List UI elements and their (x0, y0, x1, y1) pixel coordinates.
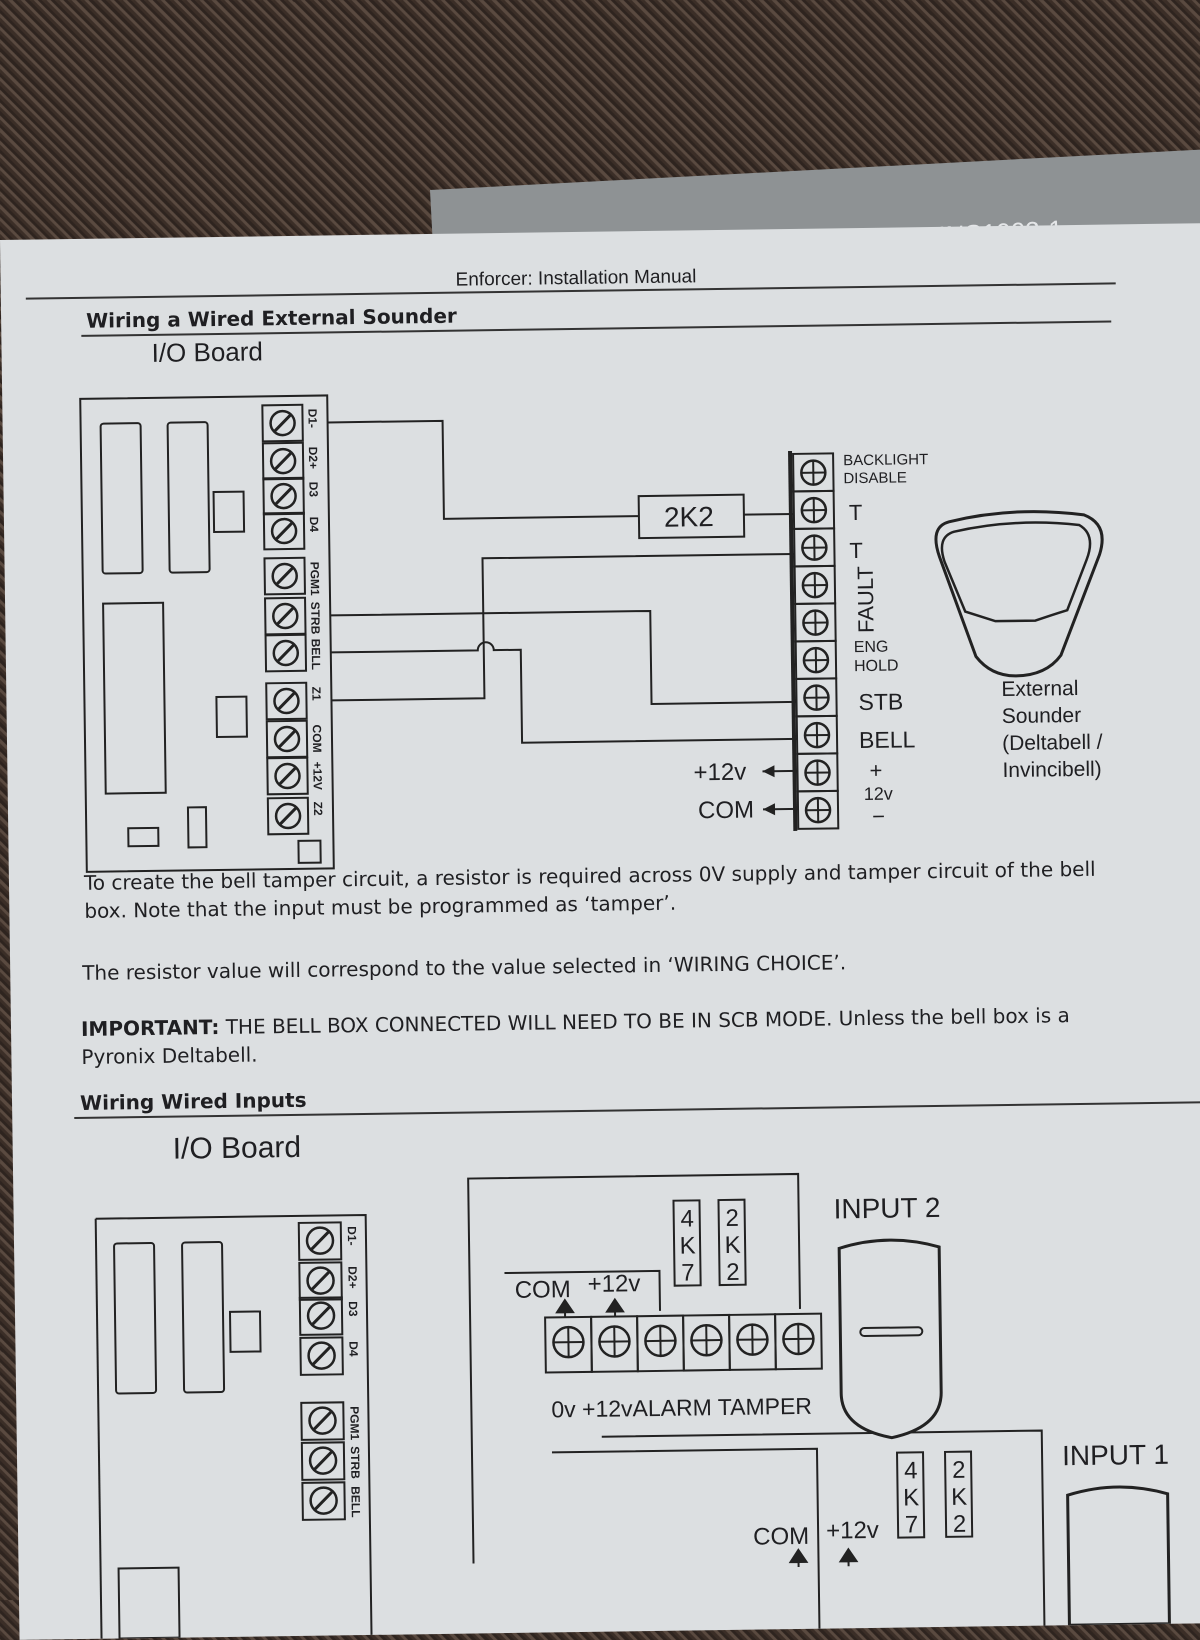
io-board-label: I/O Board (151, 336, 263, 369)
supply-com-label: COM (698, 797, 754, 825)
sounder-terminal-label: ENG (854, 639, 889, 656)
sounder-terminal-label: DISABLE (843, 469, 907, 487)
wires (328, 416, 797, 745)
page-header: Enforcer: Installation Manual (455, 266, 696, 291)
manual-page: Enforcer: Installation Manual Wiring a W… (0, 223, 1200, 1640)
arrow-up-icon (790, 1550, 806, 1567)
sounder-terminal-label: T (849, 538, 863, 563)
resistor-label: 2K2 (664, 501, 714, 533)
resistor-4k7-label: 4K7 (897, 1457, 924, 1538)
board-terminal-label: Z2 (311, 802, 325, 817)
svg-text:(Deltabell /: (Deltabell / (1002, 731, 1103, 755)
board-terminal-label: PGM1 (308, 562, 322, 597)
resistor-2k2-label: 2K2 (945, 1457, 972, 1538)
board-terminal-label: Z1 (309, 687, 323, 702)
sounder-terminal-label: T (849, 500, 863, 525)
sounder-terminal-label: + (869, 758, 882, 783)
arrow-up-icon (607, 1299, 623, 1316)
arrow-up-icon (840, 1549, 856, 1566)
sounder-terminal-label: STB (858, 688, 903, 715)
supply-12v-label: +12v (693, 759, 746, 787)
paragraph-important: IMPORTANT: THE BELL BOX CONNECTED WILL N… (81, 1000, 1142, 1071)
terminal-labels: 0v +12vALARM TAMPER (551, 1393, 812, 1423)
sounder-caption: External Sounder (Deltabell / Invincibel… (1001, 677, 1103, 782)
sounder-terminal-label: − (872, 804, 885, 829)
input-1-label: INPUT 1 (1062, 1439, 1169, 1471)
sounder-terminal-label: HOLD (854, 657, 899, 675)
pir-sensor-icon (839, 1239, 942, 1438)
com-label: COM (515, 1276, 571, 1304)
board-terminal-label: BELL (348, 1486, 362, 1518)
board-terminal-label: D1- (305, 409, 319, 429)
12v-label: +12v (826, 1517, 879, 1545)
sounder-terminal-label: FAULT (853, 566, 879, 633)
board-terminal-label: +12V (310, 762, 324, 791)
resistor-2k2-label: 2K2 (719, 1205, 746, 1286)
board-terminal-label: COM (310, 725, 324, 753)
board-terminal-label: D4 (307, 517, 321, 533)
input-2-label: INPUT 2 (833, 1192, 940, 1224)
com-label: COM (753, 1523, 809, 1551)
board-terminal-label: D2+ (306, 447, 320, 470)
board-terminal-label: D3 (346, 1301, 360, 1317)
resistor-4k7-label: 4K7 (674, 1205, 701, 1286)
sounder-terminal-label: BELL (859, 726, 916, 753)
section-title-sounder: Wiring a Wired External Sounder (86, 304, 457, 333)
pir-sensor-icon (1068, 1486, 1170, 1625)
svg-text:Sounder: Sounder (1002, 704, 1082, 728)
sounder-terminal-label: 12v (864, 784, 893, 804)
paragraph-resistor: The resistor value will correspond to th… (82, 944, 1142, 987)
svg-text:Invincibell): Invincibell) (1002, 758, 1102, 782)
sounder-icon (936, 511, 1104, 677)
board-terminal-label: D1- (345, 1226, 359, 1246)
board-terminal-label: D2+ (345, 1266, 359, 1289)
sounder-terminal-label: BACKLIGHT (843, 451, 928, 469)
board-terminal-label: PGM1 (347, 1406, 361, 1441)
12v-label: +12v (587, 1270, 640, 1298)
svg-text:External: External (1001, 677, 1078, 701)
board-terminal-label: BELL (309, 639, 323, 671)
board-terminal-label: D4 (346, 1341, 360, 1357)
board-terminal-label: D3 (306, 482, 320, 498)
board-terminal-label: STRB (348, 1446, 362, 1479)
section-title-inputs: Wiring Wired Inputs (80, 1088, 307, 1115)
board-terminal-label: STRB (308, 602, 322, 635)
